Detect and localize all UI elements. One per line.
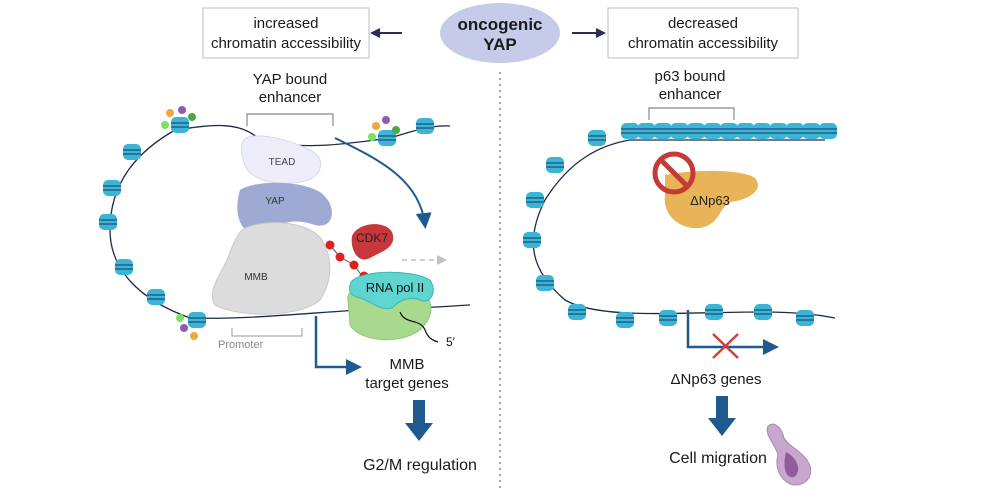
decreased-label-line2: chromatin accessibility — [628, 35, 779, 52]
compacted-nucleosome — [801, 122, 822, 140]
rna-transcript — [399, 311, 439, 343]
compacted-nucleosome — [735, 122, 756, 140]
yap-protein-label: YAP — [265, 196, 285, 207]
compacted-nucleosome — [620, 122, 640, 140]
blocked-x-icon — [712, 333, 739, 359]
nucleosome — [415, 117, 435, 135]
nucleosome — [525, 191, 545, 209]
nucleosome — [146, 288, 166, 306]
p63-enhancer-bracket — [648, 107, 735, 120]
promoter-bracket — [231, 328, 303, 337]
five-prime-label: 5′ — [446, 335, 456, 349]
nucleosome — [704, 303, 724, 321]
mmb-tss-arrow — [314, 316, 362, 375]
oncogenic-label: oncogenic — [457, 15, 542, 34]
compacted-nucleosome — [653, 122, 673, 140]
compacted-nucleosome — [768, 122, 789, 140]
compacted-nucleosome — [636, 122, 657, 140]
migrating-cell-icon — [766, 423, 812, 486]
yap-enhancer-label-line1: YAP bound — [253, 71, 328, 88]
increased-label-line1: increased — [253, 15, 318, 32]
nucleosome — [102, 179, 122, 197]
compacted-nucleosome — [752, 122, 772, 140]
mmb-protein-label: MMB — [244, 272, 268, 283]
g2m-down-arrow — [405, 400, 433, 441]
migration-down-arrow — [708, 396, 736, 436]
nucleosome — [170, 116, 190, 134]
promoter-label: Promoter — [218, 339, 264, 351]
cdk7-protein — [351, 224, 394, 260]
compacted-nucleosome — [818, 122, 838, 140]
oncogenic-yap-oval — [440, 3, 560, 63]
rna-pol-ii — [349, 271, 434, 310]
nucleosome — [545, 156, 565, 174]
compact-chromatin — [620, 122, 838, 140]
p63-enhancer-label-line2: enhancer — [659, 86, 722, 103]
compacted-nucleosome — [686, 122, 706, 140]
mmb-target-label-line1: MMB — [390, 356, 425, 373]
mmb-target-label-line2: target genes — [365, 375, 448, 392]
enhancer-loop-arrow — [334, 137, 432, 229]
compacted-nucleosome — [702, 122, 723, 140]
nucleosome — [187, 311, 207, 329]
nucleosome — [122, 143, 142, 161]
tead-protein — [240, 135, 321, 184]
nucleosome — [522, 231, 542, 249]
compacted-nucleosome — [785, 122, 805, 140]
mmb-protein — [211, 222, 331, 315]
dnp63-tss-arrow — [686, 310, 779, 355]
inhibition-icon — [652, 151, 696, 195]
nucleosome — [587, 129, 607, 147]
yap-enhancer-bracket — [246, 113, 334, 126]
cdk7-label: CDK7 — [356, 231, 388, 245]
increased-accessibility-box — [202, 7, 370, 59]
nucleosome — [114, 258, 134, 276]
histone-marks — [161, 106, 400, 340]
yap-label: YAP — [483, 35, 516, 54]
dnp63-label: ΔNp63 — [690, 193, 730, 208]
nucleosome — [615, 311, 635, 329]
compacted-nucleosome — [719, 122, 739, 140]
nucleosome — [98, 213, 118, 231]
yap-enhancer-label-line2: enhancer — [259, 89, 322, 106]
p63-enhancer-label-line1: p63 bound — [655, 68, 726, 85]
increased-label-line2: chromatin accessibility — [211, 35, 362, 52]
decreased-label-line1: decreased — [668, 15, 738, 32]
header: increased chromatin accessibility oncoge… — [202, 3, 799, 63]
nucleosome — [658, 309, 678, 327]
nucleosome — [535, 274, 555, 292]
nucleosome — [795, 309, 815, 327]
nucleosome — [753, 303, 773, 321]
rna-pol-label: RNA pol II — [366, 280, 425, 295]
g2m-regulation-label: G2/M regulation — [363, 457, 477, 474]
nucleosome — [567, 303, 587, 321]
decreased-accessibility-box — [607, 7, 799, 59]
compacted-nucleosome — [669, 122, 690, 140]
cell-migration-label: Cell migration — [669, 450, 767, 467]
right-dna-strand — [532, 139, 836, 319]
right-panel: p63 bound enhancer ΔNp63 ΔNp63 genes — [522, 68, 838, 486]
yap-protein — [237, 182, 332, 235]
dnp63-genes-label: ΔNp63 genes — [671, 371, 762, 388]
left-panel: YAP bound enhancer TEAD YAP MMB — [98, 71, 477, 474]
tead-label: TEAD — [269, 157, 296, 168]
